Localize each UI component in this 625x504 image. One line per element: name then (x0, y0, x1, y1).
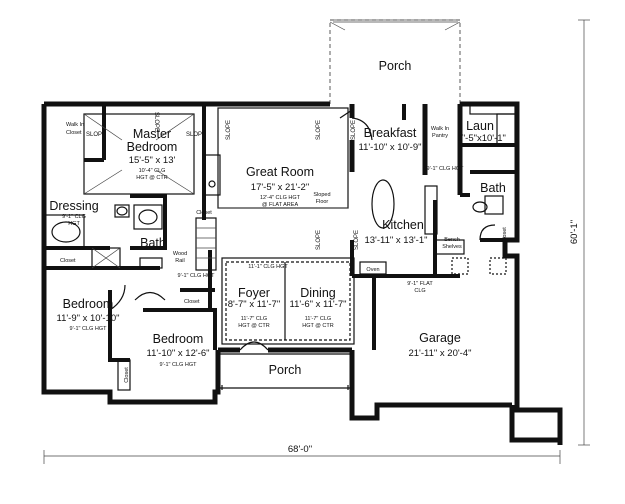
dressing-note-2: HGT (68, 221, 80, 227)
great-room-note-2: @ FLAT AREA (262, 202, 299, 208)
dining-label: Dining (300, 286, 335, 300)
walk-in-pantry-label-1: Walk In (431, 126, 449, 132)
middle-bedroom-note: 9'-1" CLG HGT (160, 362, 198, 368)
master-bedroom-dims: 15'-5" x 13' (129, 155, 176, 166)
closet-label-garage: Closet (502, 227, 508, 243)
hall-clg-note: 9'-1" CLG HGT (178, 273, 216, 279)
bench-label-2: Shelves (442, 244, 462, 250)
dining-dims: 11'-6" x 11'-7" (289, 299, 346, 310)
great-room-note-1: 12'-4" CLG HGT (260, 195, 301, 201)
interior-walls (44, 104, 517, 362)
sloped-floor-label-1: Sloped (313, 192, 330, 198)
foyer-note-2: HGT @ CTR (238, 323, 269, 329)
closet-label-hall: Closet (196, 210, 212, 216)
wood-rail-label-2: Rail (175, 258, 184, 264)
slope-label-master-top: SLOPE (153, 112, 159, 132)
rear-porch-outline (329, 19, 461, 104)
foyer-dims: 8'-7" x 11'-7" (228, 299, 280, 310)
foyer-label: Foyer (238, 286, 270, 300)
walk-in-closet-label-2: Closet (66, 130, 82, 136)
exterior-walls (41, 101, 563, 445)
kitchen-label: Kitchen (382, 218, 424, 232)
left-bedroom-note: 9'-1" CLG HGT (70, 326, 108, 332)
foyer-note-1: 11'-7" CLG (241, 316, 267, 322)
slope-label-great-3: SLOPE (351, 120, 357, 140)
closet-label-bed2: Closet (124, 367, 130, 383)
master-bedroom-label-1: Master (133, 127, 171, 141)
master-bedroom-note-1: 10'-4" CLG (139, 168, 166, 174)
dining-note-1: 11'-7" CLG (305, 316, 331, 322)
front-porch-label: Porch (269, 363, 302, 377)
middle-bedroom-dims: 11'-10" x 12'-6" (146, 348, 209, 359)
slope-label-great-4: SLOPE (316, 230, 322, 250)
garage-label: Garage (419, 331, 461, 345)
kitchen-dims: 13'-11" x 13'-1" (364, 235, 427, 246)
slope-label-great-5: SLOPE (354, 230, 360, 250)
left-bedroom-label: Bedroom (63, 297, 114, 311)
slope-label-master-right: SLOPE (186, 132, 206, 138)
width-dimension-line (43, 450, 561, 464)
laundry-dims: 7'-5"x10'-1" (458, 133, 506, 144)
overall-depth-label: 60'-1" (569, 220, 580, 244)
closet-label-bed: Closet (184, 299, 200, 305)
oven-label: Oven (366, 267, 379, 273)
master-bedroom-note-2: HGT @ CTR (136, 175, 167, 181)
wood-rail-label-1: Wood (173, 251, 187, 257)
middle-bath-label: Bath (140, 236, 166, 250)
garage-flat-clg-2: CLG (414, 288, 425, 294)
garage-dims: 21'-11" x 20'-4" (408, 348, 471, 359)
dressing-note-1: 9'-1" CLG (62, 214, 86, 220)
dining-note-2: HGT @ CTR (302, 323, 333, 329)
kitchen-clg-note: 9'-1" CLG HGT (427, 166, 465, 172)
walk-in-pantry-label-2: Pantry (432, 133, 448, 139)
master-bedroom-label-2: Bedroom (127, 140, 178, 154)
interior-details (43, 103, 516, 391)
rear-porch-label: Porch (379, 59, 412, 73)
breakfast-dims: 11'-10" x 10'-9" (358, 142, 421, 153)
garage-flat-clg-1: 9'-1" FLAT (407, 281, 433, 287)
foyer-strip-clg-note: 11'-1" CLG HGT (248, 264, 288, 270)
great-room-label: Great Room (246, 165, 314, 179)
depth-dimension-line (578, 19, 590, 446)
middle-bedroom-label: Bedroom (153, 332, 204, 346)
right-bath-label: Bath (480, 181, 506, 195)
breakfast-label: Breakfast (364, 126, 417, 140)
great-room-dims: 17'-5" x 21'-2" (251, 182, 309, 193)
closet-label-left: Closet (60, 258, 76, 264)
overall-width-label: 68'-0" (288, 444, 312, 455)
walk-in-closet-label-1: Walk In (66, 122, 84, 128)
laundry-label: Laun (466, 119, 494, 133)
left-bedroom-dims: 11'-9" x 10'-10" (56, 313, 119, 324)
sloped-floor-label-2: Floor (316, 199, 329, 205)
bench-label-1: Bench (444, 237, 460, 243)
slope-label-great-1: SLOPE (226, 120, 232, 140)
slope-label-master-left: SLOPE (86, 132, 106, 138)
dressing-label: Dressing (49, 199, 98, 213)
slope-label-great-2: SLOPE (316, 120, 322, 140)
